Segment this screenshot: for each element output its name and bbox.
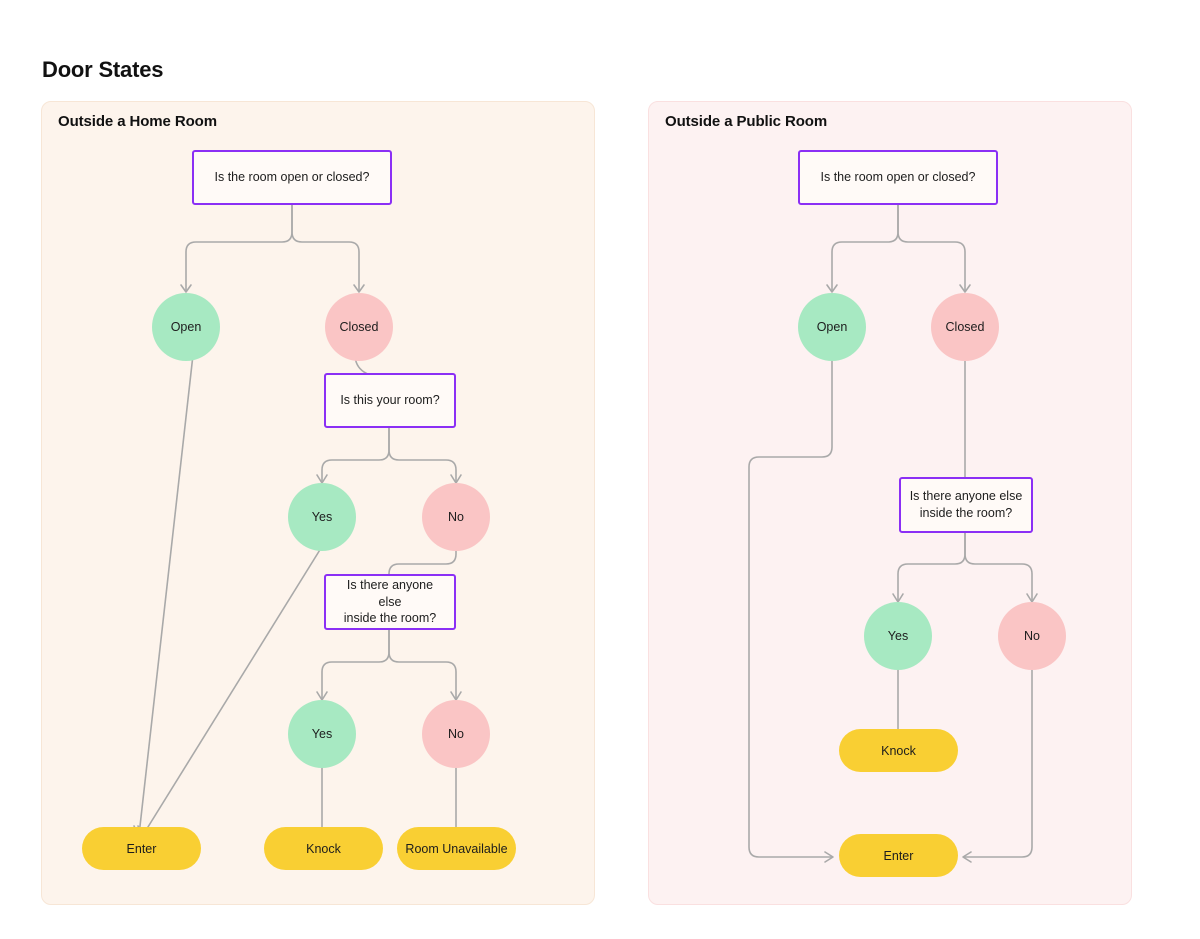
public-terminal-enter[interactable]: Enter [839,834,958,877]
public-state-yes[interactable]: Yes [864,602,932,670]
home-state-no-2[interactable]: No [422,700,490,768]
panel-public-room: Outside a Public Room Is the room open o… [648,101,1132,905]
home-state-yes-1[interactable]: Yes [288,483,356,551]
panel-home-room: Outside a Home Room [41,101,595,905]
panel-public-room-title: Outside a Public Room [665,113,828,130]
public-terminal-knock[interactable]: Knock [839,729,958,772]
home-state-yes-2[interactable]: Yes [288,700,356,768]
home-decision-anyone-else-line2: inside the room? [343,611,437,626]
home-terminal-enter[interactable]: Enter [82,827,201,870]
page-title: Door States [42,56,164,82]
home-state-closed[interactable]: Closed [325,293,393,361]
home-decision-anyone-else[interactable]: Is there anyone else inside the room? [324,574,456,630]
public-decision-open-or-closed[interactable]: Is the room open or closed? [798,150,998,205]
public-state-no[interactable]: No [998,602,1066,670]
home-terminal-knock[interactable]: Knock [264,827,383,870]
public-state-closed[interactable]: Closed [931,293,999,361]
home-decision-your-room[interactable]: Is this your room? [324,373,456,428]
public-state-open[interactable]: Open [798,293,866,361]
public-decision-anyone-else[interactable]: Is there anyone else inside the room? [899,477,1033,533]
public-decision-anyone-else-line1: Is there anyone else [909,489,1023,504]
home-decision-anyone-else-line1: Is there anyone else [346,577,434,609]
home-terminal-room-unavailable[interactable]: Room Unavailable [397,827,516,870]
home-decision-open-or-closed[interactable]: Is the room open or closed? [192,150,392,205]
public-decision-anyone-else-line2: inside the room? [919,506,1013,520]
home-state-open[interactable]: Open [152,293,220,361]
public-room-edges [748,205,1038,863]
panel-home-room-title: Outside a Home Room [58,113,217,130]
home-state-no-1[interactable]: No [422,483,490,551]
